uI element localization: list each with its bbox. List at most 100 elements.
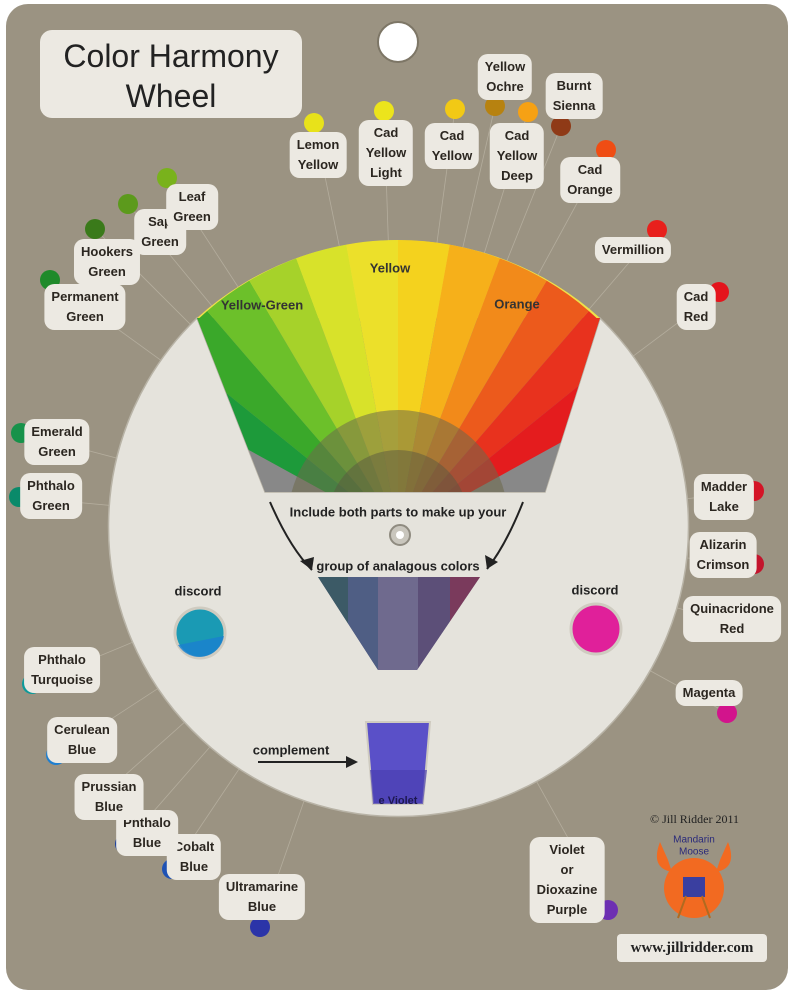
paint-label-line: Emerald	[31, 424, 83, 439]
paint-label-line: Green	[38, 444, 76, 459]
paint-label-line: Red	[683, 309, 709, 324]
paint-label-line: Quinacridone	[690, 601, 774, 616]
website-url[interactable]: www.jillridder.com	[617, 934, 767, 962]
complement-label: complement	[252, 742, 330, 758]
discord-right-label: discord	[571, 582, 619, 598]
paint-dot-cad-yellow-light	[374, 101, 394, 121]
paint-label-line: Green	[66, 309, 104, 324]
dial-disc	[107, 316, 690, 818]
paint-label-line: Cad	[504, 128, 530, 143]
paint-label-vermillion: Vermillion	[594, 237, 672, 263]
paint-label-line: Madder	[700, 479, 748, 494]
paint-label-line: Blue	[247, 899, 277, 914]
paint-label-magenta: Magenta	[675, 680, 743, 706]
paint-label-line: or	[560, 862, 574, 877]
arc-sector	[398, 240, 450, 336]
paint-dot-lemon-yellow	[304, 113, 324, 133]
hanging-hole	[377, 21, 419, 63]
logo-text-line-1: Mandarin	[673, 834, 715, 846]
discord-right-swatch	[569, 602, 623, 656]
mandarin-moose-logo	[656, 842, 732, 919]
paint-label-line: Yellow	[297, 157, 339, 172]
paint-label-line: Permanent	[51, 289, 119, 304]
copyright: © Jill Ridder 2011	[650, 812, 740, 826]
paint-dot-hookers-green	[85, 219, 105, 239]
paint-label-line: Burnt	[556, 78, 592, 93]
paint-dot-yellow-ochre	[485, 96, 505, 116]
wheel-label-yellow: Yellow	[369, 260, 411, 276]
analogous-window-upper	[197, 318, 600, 492]
paint-label-line: Orange	[567, 182, 613, 197]
title-box: Color Harmony Wheel	[40, 30, 302, 118]
paint-label-line: Yellow	[365, 145, 407, 160]
paint-label-line: Green	[141, 234, 179, 249]
logo-text-line-2: Moose	[678, 846, 710, 858]
paint-dot-vermillion	[647, 220, 667, 240]
paint-label-line: Purple	[546, 902, 588, 917]
paint-label-line: Cad	[577, 162, 603, 177]
paint-label-line: Yellow	[484, 59, 526, 74]
paint-label-line: Blue	[132, 835, 162, 850]
paint-label-line: Violet	[549, 842, 585, 857]
paint-label-line: Ochre	[486, 79, 524, 94]
paint-label-line: Sap	[148, 214, 172, 229]
paint-label-line: Cobalt	[173, 839, 215, 854]
discord-left-label: discord	[174, 583, 222, 599]
paint-label-line: Blue	[94, 799, 124, 814]
title-line-1: Color Harmony	[63, 38, 279, 74]
paint-dot-cad-yellow-deep	[518, 102, 538, 122]
paint-label-line: Cad	[439, 128, 465, 143]
paint-label-line: Prussian	[81, 779, 137, 794]
paint-label-line: Lake	[709, 499, 739, 514]
complement-window-text: e Violet	[378, 795, 418, 807]
paint-label-line: Light	[370, 165, 402, 180]
wheel-label-orange: Orange	[494, 296, 540, 312]
paint-label-line: Sienna	[552, 98, 596, 113]
paint-dot-magenta	[717, 703, 737, 723]
paint-label-line: Green	[32, 498, 70, 513]
paint-dot-leaf-green	[157, 168, 177, 188]
paint-label-line: Blue	[67, 742, 97, 757]
instruction-line-1: Include both parts to make up your	[289, 504, 507, 520]
paint-label-line: Turquoise	[31, 672, 93, 687]
paint-label-line: Ultramarine	[225, 879, 299, 894]
paint-label-line: Lemon	[296, 137, 340, 152]
arc-sector	[346, 240, 398, 336]
paint-label-line: Dioxazine	[536, 882, 598, 897]
paint-dot-cad-orange	[596, 140, 616, 160]
paint-label-line: Alizarin	[699, 537, 747, 552]
paint-label-line: Cerulean	[54, 722, 110, 737]
paint-dot-burnt-sienna	[551, 116, 571, 136]
paint-label-line: Phthalo	[38, 652, 86, 667]
paint-label-line: Vermillion	[601, 242, 665, 257]
paint-label-line: Magenta	[682, 685, 736, 700]
paint-dot-sap-green	[118, 194, 138, 214]
title-line-2: Wheel	[125, 78, 217, 114]
paint-label-line: Hookers	[80, 244, 134, 259]
paint-label-line: Phthalo	[27, 478, 75, 493]
paint-label-line: Deep	[501, 168, 533, 183]
paint-label-line: Green	[88, 264, 126, 279]
paint-label-line: Green	[173, 209, 211, 224]
paint-label-line: Crimson	[696, 557, 750, 572]
paint-label-line: Blue	[179, 859, 209, 874]
paint-label-line: Yellow	[496, 148, 538, 163]
